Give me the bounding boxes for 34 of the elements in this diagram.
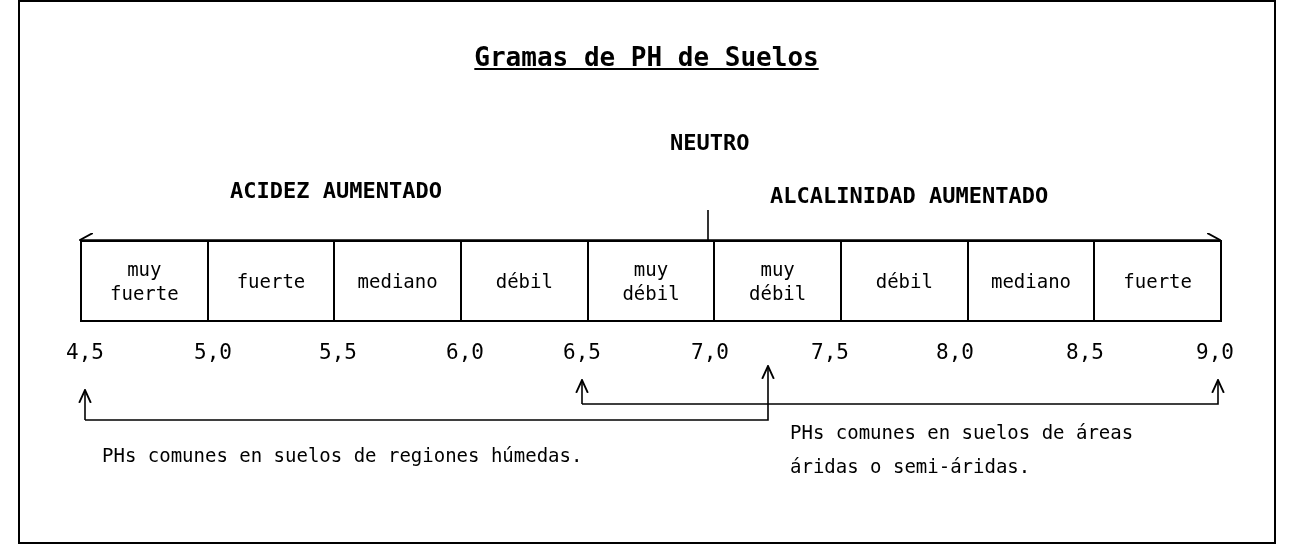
scale-cell <box>1093 240 1222 322</box>
tick-label: 9,0 <box>1195 340 1235 364</box>
note: PHs comunes en suelos de regiones húmedas. <box>102 444 583 466</box>
note: PHs comunes en suelos de áreas áridas o semi-áridas. <box>790 420 1135 479</box>
tick-label: 6,5 <box>562 340 602 364</box>
scale-cell <box>840 240 969 322</box>
tick-label: 4,5 <box>65 340 105 364</box>
cell-label: muy débil <box>748 257 808 305</box>
cell-label: mediano <box>357 269 438 293</box>
title: Gramas de PH de Suelos <box>473 42 820 72</box>
scale-cell <box>206 240 336 322</box>
tick-label: 8,0 <box>935 340 975 364</box>
tick-label: 7,5 <box>810 340 850 364</box>
tick-label: 6,0 <box>445 340 485 364</box>
tick-label: 7,0 <box>690 340 730 364</box>
tick-label: 5,0 <box>193 340 233 364</box>
tick-label: 5,5 <box>318 340 358 364</box>
cell-label: mediano <box>990 269 1071 293</box>
cell-label: muy débil <box>621 257 681 305</box>
scale-cell <box>966 240 1096 322</box>
scale-cell <box>333 240 462 322</box>
cell-label: muy fuerte <box>109 257 180 305</box>
cell-label: débil <box>875 269 933 293</box>
cell-label: débil <box>495 269 553 293</box>
heading: ACIDEZ AUMENTADO <box>230 178 442 203</box>
cell-label: fuerte <box>1123 269 1192 293</box>
heading: ALCALINIDAD AUMENTADO <box>770 183 1049 208</box>
heading: NEUTRO <box>670 130 750 155</box>
scale-cell <box>586 240 716 322</box>
tick-label: 8,5 <box>1065 340 1105 364</box>
scale-cell <box>80 240 209 322</box>
cell-label: fuerte <box>236 269 306 293</box>
scale-cell <box>460 240 589 322</box>
scale-cell <box>713 240 842 322</box>
